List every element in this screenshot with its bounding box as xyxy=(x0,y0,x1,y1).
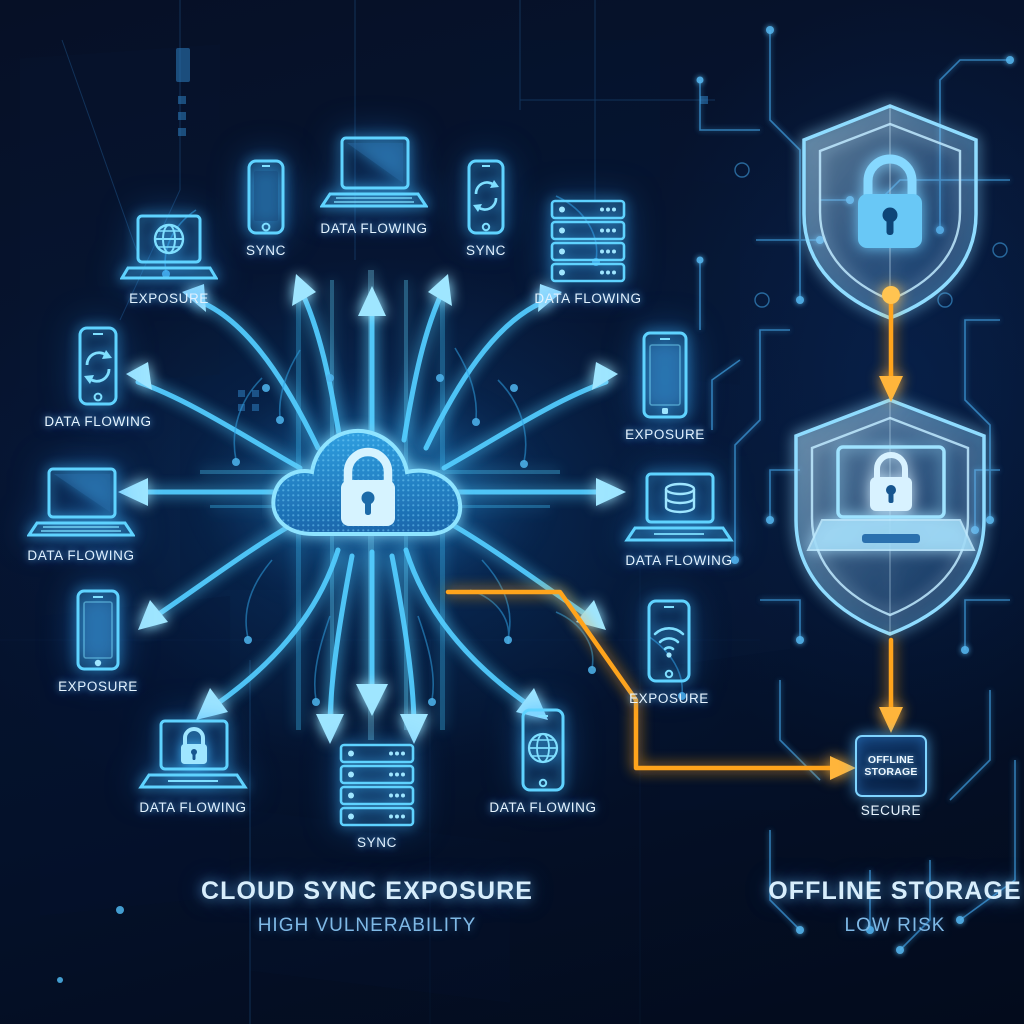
node-label: EXPOSURE xyxy=(625,427,705,442)
secure-connector-lines xyxy=(445,286,903,780)
left-subtitle: HIGH VULNERABILITY xyxy=(257,915,477,936)
node-phone-wifi[interactable]: EXPOSURE xyxy=(604,598,734,706)
node-phone-globe[interactable]: DATA FLOWING xyxy=(478,707,608,815)
node-server-bottom[interactable]: SYNC xyxy=(312,742,442,850)
tablet-icon xyxy=(642,331,688,419)
offline-storage-caption: SECURE xyxy=(860,803,922,818)
offline-storage-line1: OFFLINE xyxy=(867,754,915,766)
node-label: EXPOSURE xyxy=(629,691,709,706)
node-label: DATA FLOWING xyxy=(625,553,733,568)
laptop-lock-icon xyxy=(138,719,248,789)
node-phone-sync-left[interactable]: DATA FLOWING xyxy=(33,325,163,429)
node-label: DATA FLOWING xyxy=(489,800,597,815)
node-server-top[interactable]: DATA FLOWING xyxy=(523,198,653,306)
cloud-lock-icon xyxy=(262,414,482,564)
node-tablet-right[interactable]: EXPOSURE xyxy=(600,330,730,442)
node-laptop-left[interactable]: DATA FLOWING xyxy=(16,465,146,563)
smartphone-icon xyxy=(247,159,285,235)
node-label: DATA FLOWING xyxy=(320,221,428,236)
node-label: DATA FLOWING xyxy=(27,548,135,563)
left-summary: CLOUD SYNC EXPOSURE HIGH VULNERABILITY xyxy=(152,877,582,937)
node-label: SYNC xyxy=(357,835,397,850)
phone-wifi-icon xyxy=(647,599,691,683)
node-label: DATA FLOWING xyxy=(139,800,247,815)
node-tablet-left[interactable]: EXPOSURE xyxy=(33,588,163,694)
node-label: SYNC xyxy=(466,243,506,258)
server-rack-icon xyxy=(550,199,626,283)
shield-lock-icon xyxy=(802,104,978,320)
node-laptop-top[interactable]: DATA FLOWING xyxy=(309,134,439,236)
node-laptop-globe[interactable]: EXPOSURE xyxy=(104,210,234,306)
phone-sync-icon xyxy=(467,159,505,235)
laptop-icon xyxy=(27,467,135,537)
laptop-icon xyxy=(320,136,428,208)
node-label: SYNC xyxy=(246,243,286,258)
right-subtitle: LOW RISK xyxy=(844,915,946,936)
offline-storage-line2: STORAGE xyxy=(864,766,918,778)
node-label: EXPOSURE xyxy=(129,291,209,306)
node-laptop-lock[interactable]: DATA FLOWING xyxy=(128,717,258,815)
phone-sync-icon xyxy=(78,326,118,406)
laptop-globe-icon xyxy=(120,214,218,280)
laptop-database-icon xyxy=(624,472,734,542)
right-title: OFFLINE STORAGE xyxy=(768,877,1022,905)
offline-storage-box[interactable]: OFFLINE STORAGE xyxy=(855,735,927,797)
right-summary: OFFLINE STORAGE LOW RISK xyxy=(720,877,1024,937)
node-phone-sync-top[interactable]: SYNC xyxy=(421,158,551,258)
node-label: DATA FLOWING xyxy=(44,414,152,429)
left-title: CLOUD SYNC EXPOSURE xyxy=(200,877,534,905)
node-label: EXPOSURE xyxy=(58,679,138,694)
node-laptop-database[interactable]: DATA FLOWING xyxy=(614,470,744,568)
tablet-icon xyxy=(76,589,120,671)
shield-laptop-lock-icon xyxy=(794,398,986,636)
phone-globe-icon xyxy=(521,708,565,792)
node-phone-top[interactable]: SYNC xyxy=(201,158,331,258)
server-rack-icon xyxy=(339,743,415,827)
node-label: DATA FLOWING xyxy=(534,291,642,306)
